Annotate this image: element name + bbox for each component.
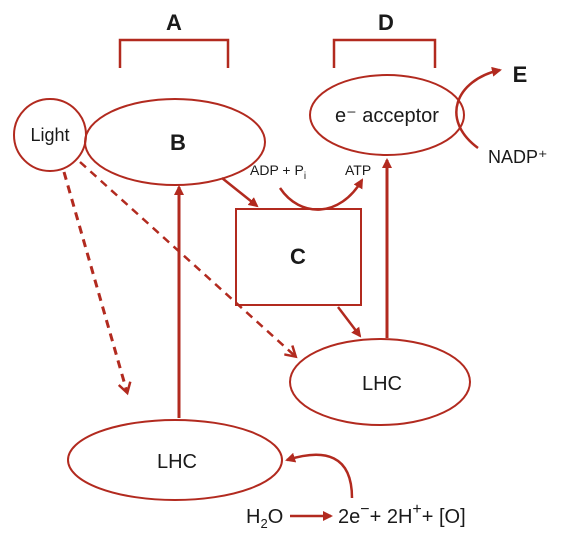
- bracket-a: [118, 38, 230, 68]
- lhc-right: [289, 338, 471, 426]
- adp-label: ADP + Pi: [250, 162, 306, 182]
- products-label: 2e−+ 2H++ [O]: [338, 501, 466, 528]
- h2o-label: H2O: [246, 506, 283, 531]
- light-label: Light: [30, 125, 69, 145]
- acceptor-label: e⁻ acceptor: [335, 105, 439, 127]
- lhc-bottom-label: LHC: [157, 451, 197, 473]
- box-c: [235, 208, 362, 306]
- label-e: E: [513, 62, 528, 87]
- atp-label: ATP: [345, 162, 371, 178]
- ellipse-acceptor: [309, 74, 465, 156]
- label-b: B: [170, 130, 186, 155]
- label-d: D: [378, 10, 394, 35]
- bracket-d: [332, 38, 437, 68]
- light-dashed-arrow-right: [79, 161, 295, 356]
- label-a: A: [166, 10, 182, 35]
- label-c: C: [290, 244, 306, 269]
- lhc-right-label: LHC: [362, 373, 402, 395]
- nadp-label: NADP⁺: [488, 147, 548, 167]
- c-to-lhc-arrow: [337, 306, 362, 338]
- adp-to-atp-arrow: [278, 178, 364, 211]
- lhc-bottom: [67, 419, 283, 501]
- b-to-c-arrow: [221, 177, 259, 208]
- nadp-to-e-arrow: [455, 66, 502, 150]
- electrons-to-lhc-arrow: [285, 452, 354, 499]
- light-dashed-arrow-left: [62, 171, 127, 392]
